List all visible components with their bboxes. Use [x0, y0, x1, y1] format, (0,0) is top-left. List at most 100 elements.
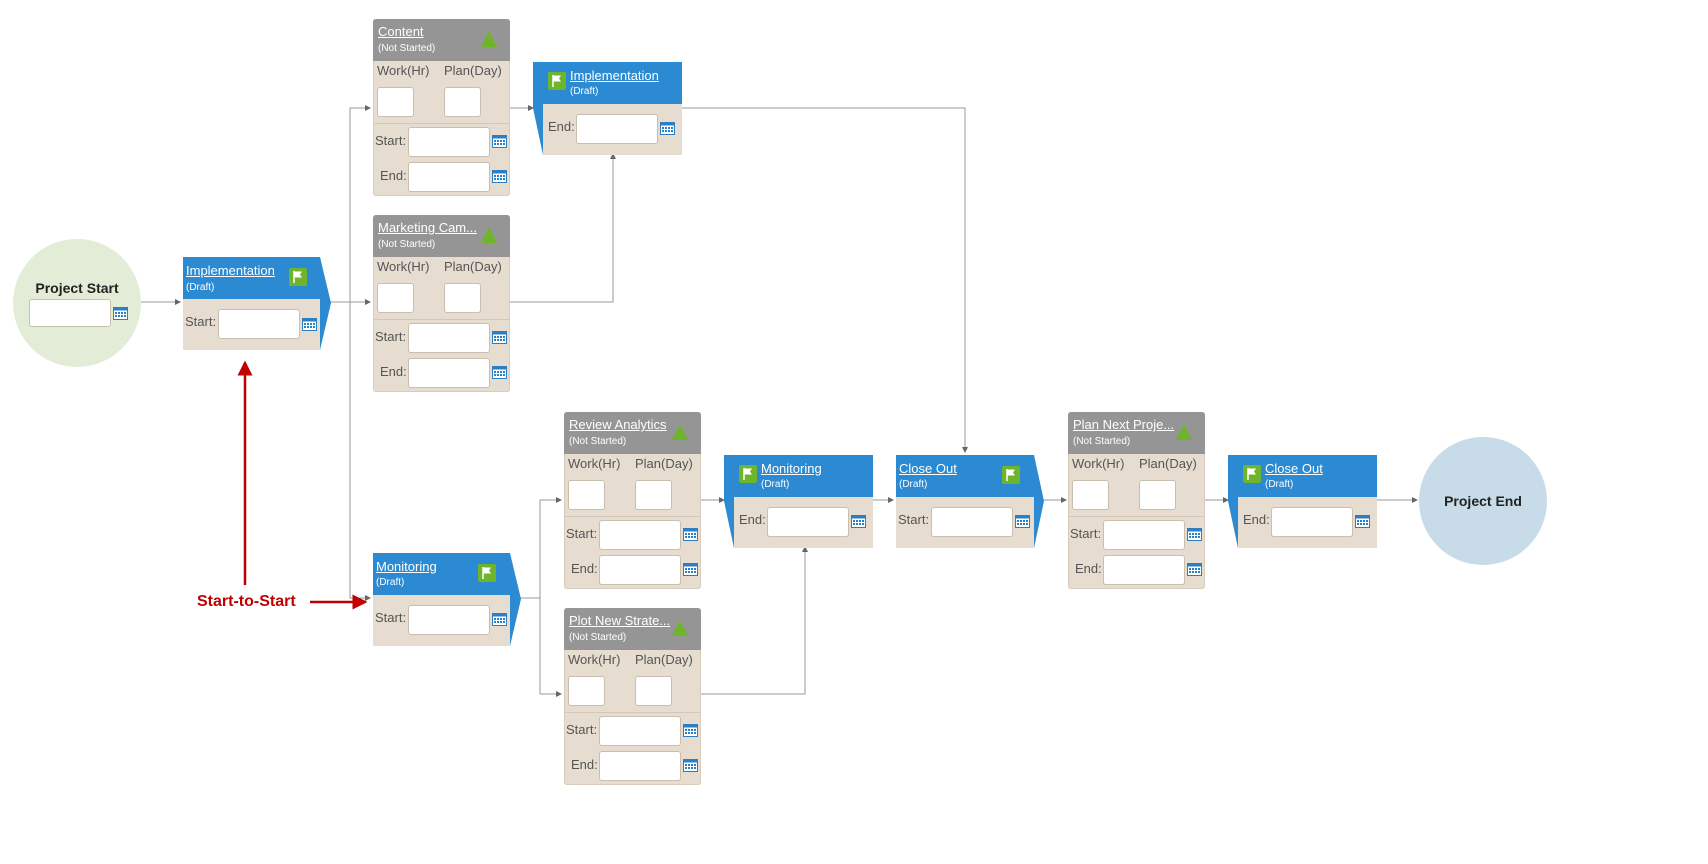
work-hours-input[interactable]	[568, 676, 605, 706]
task-status: (Not Started)	[378, 239, 436, 250]
calendar-icon[interactable]	[683, 758, 698, 772]
calendar-icon[interactable]	[683, 527, 698, 541]
calendar-icon[interactable]	[1187, 562, 1202, 576]
end-label: End:	[739, 512, 766, 527]
calendar-icon[interactable]	[1015, 514, 1030, 528]
plan-label: Plan(Day)	[1139, 456, 1197, 471]
end-label: End:	[571, 561, 598, 576]
end-label: End:	[548, 119, 575, 134]
end-label: End:	[571, 757, 598, 772]
end-date-input[interactable]	[599, 751, 681, 781]
calendar-icon[interactable]	[492, 330, 507, 344]
task-card-review-analytics[interactable]: Review Analytics (Not Started) Work(Hr) …	[564, 412, 701, 589]
flag-icon	[1243, 465, 1261, 483]
milestone-status: (Draft)	[376, 577, 405, 588]
work-hours-input[interactable]	[1072, 480, 1109, 510]
calendar-icon[interactable]	[851, 514, 866, 528]
task-status: (Not Started)	[569, 436, 627, 447]
calendar-icon[interactable]	[302, 317, 317, 331]
task-card-plot-new-strategy[interactable]: Plot New Strate... (Not Started) Work(Hr…	[564, 608, 701, 785]
task-title[interactable]: Content	[378, 24, 424, 39]
end-label: End:	[1243, 512, 1270, 527]
start-date-input[interactable]	[408, 323, 490, 353]
end-label: End:	[380, 364, 407, 379]
plan-days-input[interactable]	[444, 87, 481, 117]
end-date-input[interactable]	[1103, 555, 1185, 585]
work-hours-input[interactable]	[377, 87, 414, 117]
end-date-input[interactable]	[408, 162, 490, 192]
calendar-icon[interactable]	[1355, 514, 1370, 528]
milestone-implementation-start[interactable]: Implementation (Draft) Start:	[183, 257, 331, 350]
task-title[interactable]: Marketing Cam...	[378, 220, 477, 235]
plan-days-input[interactable]	[444, 283, 481, 313]
end-date-input[interactable]	[576, 114, 658, 144]
project-start-title: Project Start	[35, 280, 119, 296]
calendar-icon[interactable]	[492, 169, 507, 183]
status-triangle-icon	[672, 620, 688, 636]
work-label: Work(Hr)	[568, 456, 621, 471]
end-date-input[interactable]	[599, 555, 681, 585]
start-date-input[interactable]	[408, 127, 490, 157]
calendar-icon[interactable]	[660, 121, 675, 135]
calendar-icon[interactable]	[113, 306, 128, 320]
milestone-title[interactable]: Monitoring	[376, 559, 437, 574]
start-date-input[interactable]	[408, 605, 490, 635]
milestone-close-out-start[interactable]: Close Out (Draft) Start:	[896, 455, 1044, 548]
start-to-start-annotation: Start-to-Start	[197, 593, 296, 610]
flag-icon	[1002, 466, 1020, 484]
end-date-input[interactable]	[1271, 507, 1353, 537]
flag-icon	[548, 72, 566, 90]
plan-days-input[interactable]	[635, 676, 672, 706]
end-date-input[interactable]	[408, 358, 490, 388]
calendar-icon[interactable]	[492, 365, 507, 379]
milestone-implementation-end[interactable]: Implementation (Draft) End:	[533, 62, 682, 155]
start-label: Start:	[375, 610, 407, 625]
status-triangle-icon	[481, 31, 497, 47]
start-date-input[interactable]	[931, 507, 1013, 537]
calendar-icon[interactable]	[683, 723, 698, 737]
work-hours-input[interactable]	[568, 480, 605, 510]
task-title[interactable]: Plan Next Proje...	[1073, 417, 1175, 432]
plan-days-input[interactable]	[635, 480, 672, 510]
task-card-marketing-campaign[interactable]: Marketing Cam... (Not Started) Work(Hr) …	[373, 215, 510, 392]
project-start-date-input[interactable]	[29, 299, 111, 327]
calendar-icon[interactable]	[683, 562, 698, 576]
plan-label: Plan(Day)	[635, 456, 693, 471]
milestone-title[interactable]: Implementation	[186, 263, 275, 278]
task-card-content[interactable]: Content (Not Started) Work(Hr) Plan(Day)…	[373, 19, 510, 196]
milestone-title[interactable]: Close Out	[899, 461, 957, 476]
start-date-input[interactable]	[599, 520, 681, 550]
plan-label: Plan(Day)	[635, 652, 693, 667]
end-date-input[interactable]	[767, 507, 849, 537]
milestone-monitoring-start[interactable]: Monitoring (Draft) Start:	[373, 553, 521, 646]
task-title[interactable]: Review Analytics	[569, 417, 667, 432]
task-status: (Not Started)	[1073, 436, 1131, 447]
task-card-plan-next-project[interactable]: Plan Next Proje... (Not Started) Work(Hr…	[1068, 412, 1205, 589]
flag-icon	[739, 465, 757, 483]
plan-days-input[interactable]	[1139, 480, 1176, 510]
status-triangle-icon	[481, 227, 497, 243]
work-label: Work(Hr)	[568, 652, 621, 667]
start-label: Start:	[185, 314, 217, 329]
calendar-icon[interactable]	[492, 134, 507, 148]
start-date-input[interactable]	[1103, 520, 1185, 550]
plan-label: Plan(Day)	[444, 259, 502, 274]
start-date-input[interactable]	[599, 716, 681, 746]
calendar-icon[interactable]	[492, 612, 507, 626]
start-label: Start:	[375, 329, 407, 344]
milestone-close-out-end[interactable]: Close Out (Draft) End:	[1228, 455, 1377, 548]
project-end-title: Project End	[1444, 493, 1522, 509]
task-status: (Not Started)	[569, 632, 627, 643]
milestone-title[interactable]: Implementation	[570, 68, 659, 83]
milestone-title[interactable]: Monitoring	[761, 461, 822, 476]
calendar-icon[interactable]	[1187, 527, 1202, 541]
work-hours-input[interactable]	[377, 283, 414, 313]
task-title[interactable]: Plot New Strate...	[569, 613, 671, 628]
milestone-monitoring-end[interactable]: Monitoring (Draft) End:	[724, 455, 873, 548]
flag-icon	[289, 268, 307, 286]
milestone-title[interactable]: Close Out	[1265, 461, 1323, 476]
start-date-input[interactable]	[218, 309, 300, 339]
milestone-status: (Draft)	[899, 479, 928, 490]
